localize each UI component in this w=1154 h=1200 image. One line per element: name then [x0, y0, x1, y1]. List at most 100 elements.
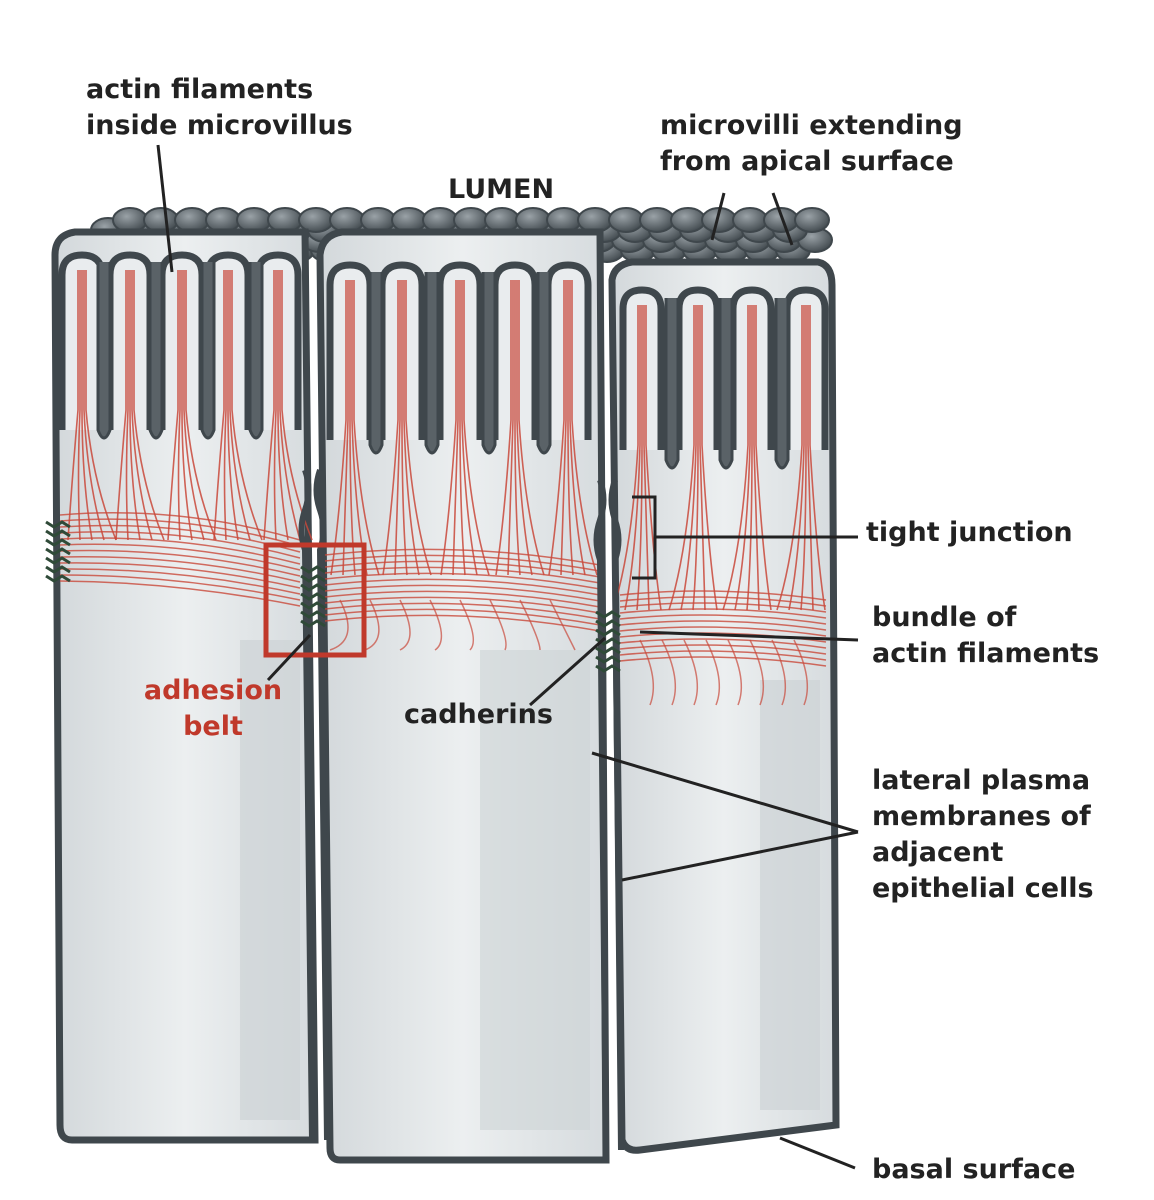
- actin-filament: [353, 280, 380, 576]
- actin-filament: [571, 280, 598, 576]
- actin-loose-filament: [519, 599, 541, 651]
- actin-filament: [281, 270, 313, 541]
- microvillus-tip: [143, 207, 179, 233]
- actin-filament: [548, 280, 565, 576]
- label-lumen: LUMEN: [448, 174, 555, 205]
- actin-belt-filament: [324, 614, 601, 632]
- actin-filament: [213, 270, 225, 541]
- actin-filament: [229, 270, 251, 541]
- cadherin-link: [300, 592, 326, 601]
- microvillus-tip: [670, 207, 706, 233]
- actin-filament: [788, 305, 805, 611]
- actin-belt-filament: [619, 590, 827, 601]
- cadherin-link: [45, 547, 71, 556]
- actin-filament: [701, 305, 718, 611]
- actin-filament: [692, 305, 699, 611]
- cadherin-left: [45, 520, 71, 583]
- actin-filament: [129, 270, 141, 541]
- actin-filament: [463, 280, 490, 576]
- microvillus-tip: [391, 207, 427, 233]
- actin-filament: [734, 305, 751, 611]
- microvillus-tip: [360, 207, 396, 233]
- microvillus-tip: [732, 207, 768, 233]
- microvillus-tip: [205, 207, 241, 233]
- cadherin-link: [300, 583, 326, 592]
- label-adhesion-belt: adhesion belt: [143, 675, 283, 742]
- cadherin-link: [45, 565, 71, 574]
- actin-belt-filament: [59, 543, 301, 571]
- actin-filament: [776, 305, 803, 611]
- actin-filament: [231, 270, 263, 541]
- microvillus-tip: [174, 207, 210, 233]
- actin-belt-filament: [59, 518, 301, 547]
- actin-filament: [495, 280, 512, 576]
- actin-belt-filament: [59, 549, 301, 577]
- actin-belt-filament: [619, 644, 827, 655]
- actin-filament: [746, 305, 753, 611]
- actin-filament: [330, 280, 347, 576]
- actin-filament: [440, 280, 457, 576]
- actin-filament: [518, 280, 545, 576]
- microvillus-gap: [718, 298, 734, 470]
- microvillus-tip: [267, 207, 303, 233]
- actin-belt-filament: [59, 555, 301, 583]
- microvillus-gap: [536, 272, 552, 455]
- actin-filament: [800, 305, 807, 611]
- actin-filament: [569, 280, 586, 576]
- actin-filament: [273, 270, 277, 541]
- actin-filament: [167, 270, 179, 541]
- actin-belt-filament: [59, 562, 301, 589]
- actin-filament: [643, 305, 650, 611]
- microvillus-gap: [424, 272, 440, 455]
- cadherin-link: [595, 628, 621, 637]
- actin-filament: [223, 270, 227, 541]
- actin-filament: [394, 280, 401, 576]
- label-bundle-actin: bundle of actin filaments: [872, 602, 1100, 669]
- label-microvilli-apical: microvilli extending from apical surface: [660, 110, 963, 177]
- microvillus-gap: [481, 272, 497, 455]
- microvillus-gap: [248, 262, 264, 440]
- microvillus-tip: [453, 207, 489, 233]
- epithelial-cell-left: [51, 228, 319, 1144]
- actin-loose-filament: [793, 639, 809, 706]
- actin-loose-filament: [489, 599, 507, 651]
- actin-filament: [699, 305, 706, 611]
- actin-loose-filament: [429, 599, 443, 651]
- actin-loose-filament: [399, 599, 411, 651]
- actin-belt-filament: [619, 608, 827, 619]
- cadherin-link: [300, 574, 326, 583]
- actin-filament: [516, 280, 533, 576]
- microvillus-gap: [774, 298, 790, 470]
- microvillus-gap: [148, 262, 164, 440]
- microvillus-tip: [112, 207, 148, 233]
- actin-filament: [680, 305, 697, 611]
- actin-belt-filament: [619, 656, 827, 667]
- actin-belt-filament: [619, 596, 827, 607]
- cadherin-link: [45, 556, 71, 565]
- cadherin-link: [595, 664, 621, 673]
- adhesion-belt-box: [263, 542, 367, 658]
- actin-loose-filament: [329, 599, 349, 651]
- cadherin-link: [300, 610, 326, 619]
- microvillus-tip: [639, 207, 675, 233]
- label-actin-inside-microvillus: actin filaments inside microvillus: [86, 74, 353, 141]
- actin-belt-filament: [619, 638, 827, 649]
- actin-loose-filament: [459, 599, 475, 651]
- microvillus-tip: [794, 207, 830, 233]
- label-basal-surface: basal surface: [872, 1154, 1076, 1185]
- cadherin-link: [45, 520, 71, 529]
- microvillus-tip: [236, 207, 272, 233]
- actin-filament: [263, 270, 275, 541]
- actin-belt-filament: [324, 608, 601, 626]
- microvillus-gap: [368, 272, 384, 455]
- actin-filament: [277, 270, 289, 541]
- microvillus-tip: [422, 207, 458, 233]
- cadherin-link: [300, 601, 326, 610]
- actin-filament: [181, 270, 193, 541]
- actin-filament: [452, 280, 459, 576]
- microvillus-gap: [200, 262, 216, 440]
- actin-loose-filament: [705, 639, 721, 706]
- microvillus-tip: [329, 207, 365, 233]
- actin-loose-filament: [639, 639, 655, 706]
